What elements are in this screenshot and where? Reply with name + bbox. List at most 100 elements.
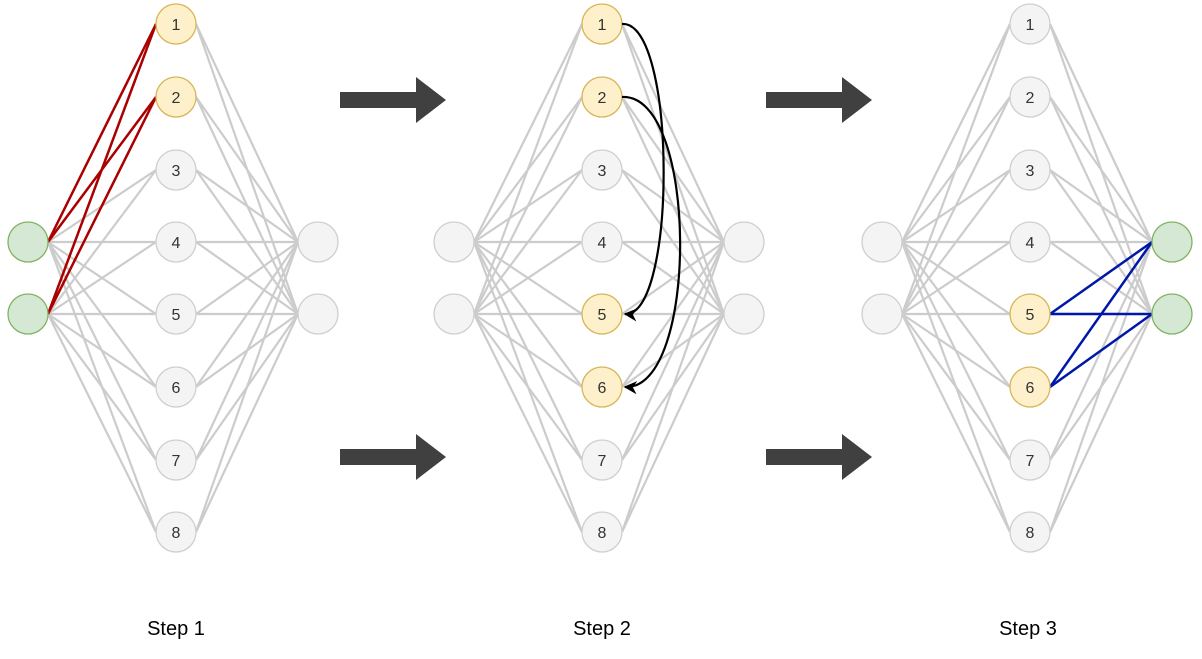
hidden-node-label-6: 6: [598, 380, 607, 397]
step-3-label: Step 3: [999, 618, 1057, 640]
edge-input-2-hidden-2: [473, 96, 583, 315]
edge-hidden-1-output-1: [621, 23, 725, 243]
hidden-node-5: [581, 293, 623, 335]
hidden-node-3: [581, 149, 623, 191]
highlight-edge-hidden-6-output-1: [1048, 241, 1154, 388]
hidden-node-2: [155, 76, 197, 118]
edge-input-2-hidden-1: [900, 23, 1012, 315]
edge-hidden-2-output-1: [195, 96, 299, 243]
hidden-node-label-2: 2: [598, 90, 607, 107]
edge-input-2-hidden-8: [901, 313, 1011, 533]
step-arrow-2-to-3-bottom: [766, 434, 872, 480]
output-node-2: [723, 293, 765, 335]
edge-hidden-7-output-1: [195, 241, 299, 461]
hidden-node-label-7: 7: [172, 453, 181, 470]
hidden-node-label-7: 7: [598, 453, 607, 470]
edge-input-2-hidden-3: [901, 169, 1011, 315]
hidden-node-4: [581, 221, 623, 263]
edge-input-2-hidden-3: [473, 169, 583, 315]
edge-input-2-hidden-1: [472, 23, 584, 315]
edge-hidden-1-output-1: [1049, 23, 1153, 243]
hidden-node-4: [1009, 221, 1051, 263]
network-step-1: 1 2 3 4 5 6 7 8: [7, 3, 339, 553]
input-node-2: [7, 293, 49, 335]
edge-input-2-hidden-7: [473, 313, 583, 461]
edge-input-2-hidden-6: [473, 313, 583, 388]
hidden-node-label-5: 5: [172, 307, 181, 324]
hidden-node-label-1: 1: [172, 17, 181, 34]
hidden-node-label-5: 5: [598, 307, 607, 324]
hidden-node-label-1: 1: [1026, 17, 1035, 34]
edge-input-1-hidden-1: [473, 23, 583, 243]
step-1-label: Step 1: [147, 618, 205, 640]
highlight-edge-input-2-hidden-2: [46, 96, 158, 315]
hidden-node-8: [1009, 511, 1051, 553]
hidden-node-label-8: 8: [1026, 525, 1035, 542]
edge-hidden-8-output-2: [621, 313, 725, 533]
hidden-node-5: [155, 293, 197, 335]
edge-input-2-hidden-4: [901, 241, 1011, 315]
edge-input-2-hidden-8: [473, 313, 583, 533]
input-node-2: [861, 293, 903, 335]
move-arrow-2-to-6: [621, 95, 682, 395]
edge-hidden-5-output-1: [195, 241, 299, 315]
output-node-1: [723, 221, 765, 263]
hidden-node-label-4: 4: [1026, 235, 1035, 252]
step-2-label: Step 2: [573, 618, 631, 640]
edge-hidden-8-output-1: [620, 241, 726, 533]
hidden-node-label-6: 6: [172, 380, 181, 397]
output-node-1: [297, 221, 339, 263]
hidden-node-8: [155, 511, 197, 553]
edge-input-2-hidden-2: [901, 96, 1011, 315]
hidden-node-7: [1009, 439, 1051, 481]
edge-input-1-hidden-1: [901, 23, 1011, 243]
edge-input-2-hidden-3: [47, 169, 157, 315]
edge-hidden-6-output-1: [195, 241, 299, 388]
edge-input-2-hidden-4: [473, 241, 583, 315]
move-arrow-1-to-5: [621, 22, 665, 322]
hidden-node-label-4: 4: [172, 235, 181, 252]
hidden-node-label-7: 7: [1026, 453, 1035, 470]
edge-input-2-hidden-6: [901, 313, 1011, 388]
highlight-edge-input-1-hidden-2: [46, 96, 158, 243]
edge-hidden-8-output-2: [195, 313, 299, 533]
hidden-node-6: [581, 366, 623, 408]
hidden-node-label-3: 3: [172, 163, 181, 180]
edge-input-2-hidden-8: [47, 313, 157, 533]
edge-hidden-3-output-1: [1049, 169, 1153, 243]
hidden-node-1: [1009, 3, 1051, 45]
hidden-node-label-4: 4: [598, 235, 607, 252]
step-arrow-1-to-2-top: [340, 77, 446, 123]
hidden-node-6: [1009, 366, 1051, 408]
hidden-node-1: [155, 3, 197, 45]
edge-input-2-hidden-6: [47, 313, 157, 388]
hidden-node-label-3: 3: [1026, 163, 1035, 180]
hidden-node-3: [155, 149, 197, 191]
hidden-node-label-2: 2: [172, 90, 181, 107]
highlight-edge-hidden-5-output-1: [1049, 240, 1153, 316]
edge-hidden-7-output-1: [621, 241, 725, 461]
hidden-node-8: [581, 511, 623, 553]
hidden-node-2: [1009, 76, 1051, 118]
output-node-2: [1151, 293, 1193, 335]
edge-input-2-hidden-7: [47, 313, 157, 461]
edge-hidden-3-output-1: [195, 169, 299, 243]
step-arrow-2-to-3-top: [766, 77, 872, 123]
edge-input-2-hidden-7: [901, 313, 1011, 461]
highlight-edge-input-1-hidden-1: [46, 23, 158, 243]
hidden-node-label-8: 8: [598, 525, 607, 542]
hidden-node-5: [1009, 293, 1051, 335]
edge-hidden-2-output-1: [1049, 96, 1153, 243]
hidden-node-7: [581, 439, 623, 481]
hidden-node-3: [1009, 149, 1051, 191]
edge-hidden-8-output-2: [1049, 313, 1153, 533]
output-node-2: [297, 293, 339, 335]
hidden-node-label-1: 1: [598, 17, 607, 34]
hidden-node-label-8: 8: [172, 525, 181, 542]
edge-hidden-8-output-1: [194, 241, 300, 533]
hidden-node-4: [155, 221, 197, 263]
edge-hidden-8-output-1: [1048, 241, 1154, 533]
edge-hidden-3-output-1: [621, 169, 725, 243]
